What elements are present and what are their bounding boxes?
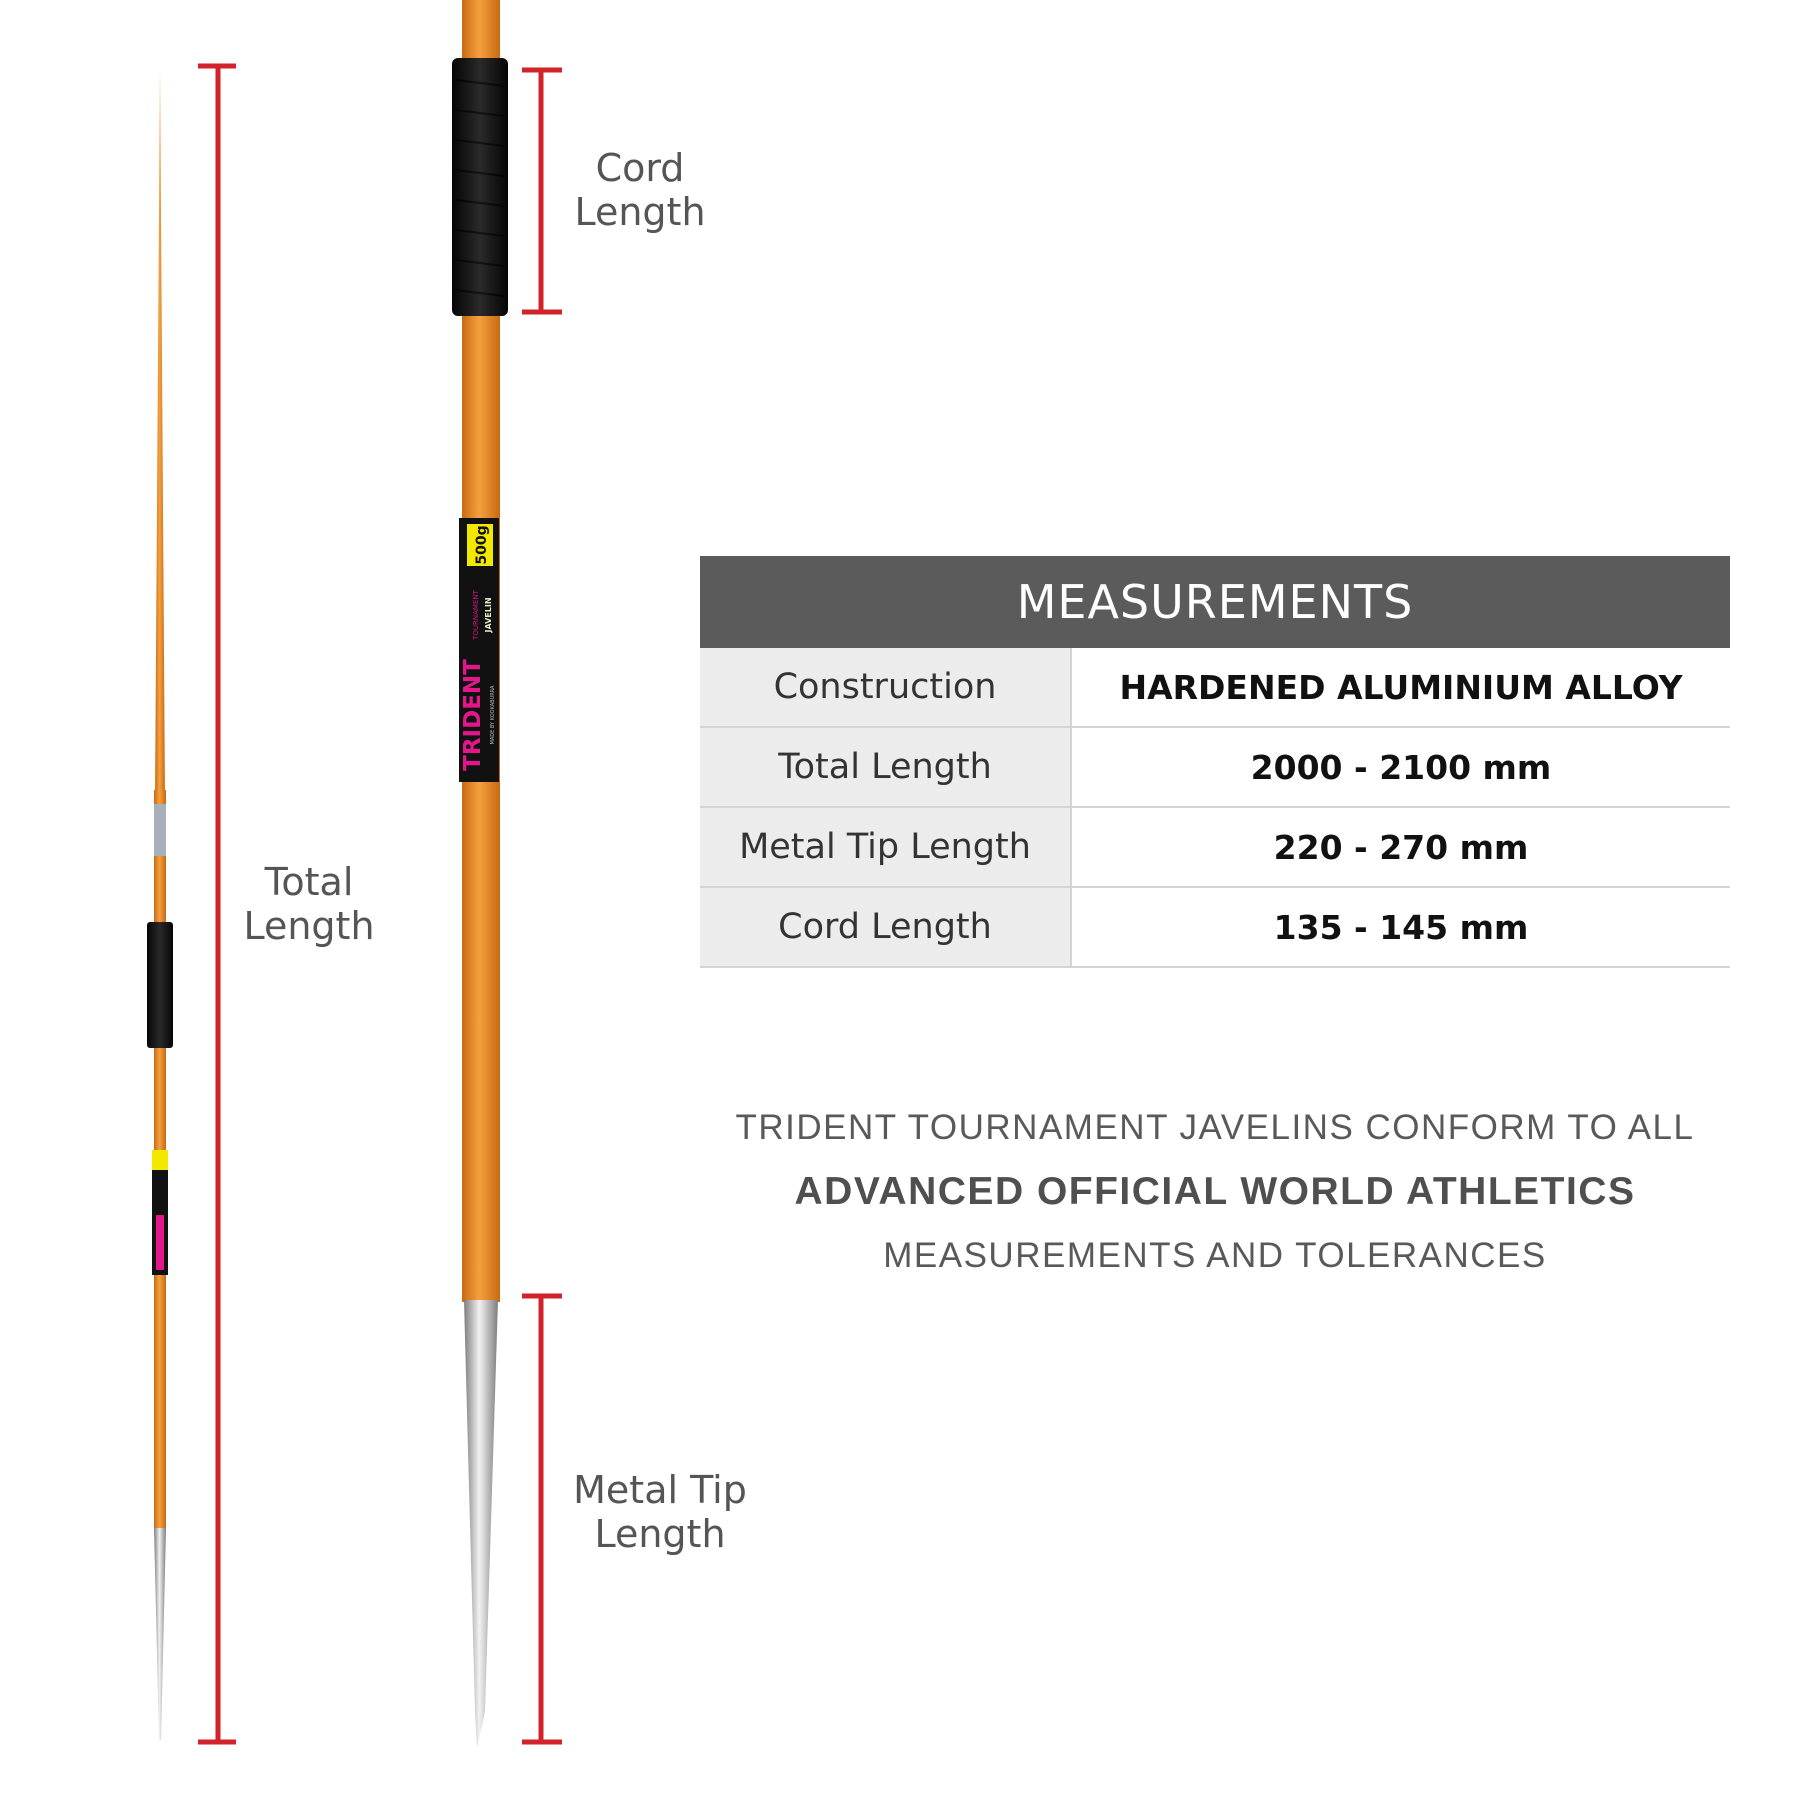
table-row: Cord Length 135 - 145 mm xyxy=(700,887,1730,968)
metal-tip-length-label-line1: Metal Tip xyxy=(573,1468,747,1512)
brand-text: TRIDENT xyxy=(460,659,486,771)
closeup-brand-label: 500g TRIDENT TOURNAMENT JAVELIN MADE BY … xyxy=(459,518,499,782)
javelin-grip xyxy=(147,922,173,1048)
spec-value: 2000 - 2100 mm xyxy=(1071,727,1730,808)
spec-label: Cord Length xyxy=(700,887,1072,968)
type-text: JAVELIN xyxy=(484,597,493,633)
sub-brand-text: TOURNAMENT xyxy=(472,589,480,640)
measurements-table: MEASUREMENTS Construction HARDENED ALUMI… xyxy=(700,556,1730,968)
cord-length-bracket xyxy=(522,67,562,315)
conformance-note-line3: MEASUREMENTS AND TOLERANCES xyxy=(883,1236,1547,1275)
javelin-tail xyxy=(155,68,165,800)
metal-tip-length-label-line2: Length xyxy=(594,1512,726,1556)
table-row: Construction HARDENED ALUMINIUM ALLOY xyxy=(700,648,1730,728)
closeup-grip-texture xyxy=(455,79,505,297)
tip-length-bracket xyxy=(522,1293,562,1745)
spec-value: HARDENED ALUMINIUM ALLOY xyxy=(1071,648,1730,728)
spec-label: Total Length xyxy=(700,727,1072,808)
total-length-bracket xyxy=(198,63,236,1745)
closeup-grip xyxy=(452,58,508,316)
total-length-label: Total Length xyxy=(214,860,404,948)
spec-label: Metal Tip Length xyxy=(700,807,1072,888)
cord-length-label-line1: Cord xyxy=(595,146,685,190)
cord-length-label: Cord Length xyxy=(545,146,735,234)
measurements-header: MEASUREMENTS xyxy=(700,556,1730,648)
javelin-tip xyxy=(154,1528,166,1740)
weight-badge xyxy=(467,524,493,566)
conformance-note-line1: TRIDENT TOURNAMENT JAVELINS CONFORM TO A… xyxy=(735,1108,1695,1147)
cord-length-label-line2: Length xyxy=(574,190,706,234)
total-length-label-line1: Total xyxy=(264,860,354,904)
table-row: Metal Tip Length 220 - 270 mm xyxy=(700,807,1730,888)
weight-text: 500g xyxy=(474,525,490,564)
metal-tip-length-label: Metal Tip Length xyxy=(560,1468,760,1556)
full-javelin xyxy=(147,68,173,1740)
spec-value: 135 - 145 mm xyxy=(1071,887,1730,968)
maker-text: MADE BY KOOKABURRA xyxy=(490,685,496,744)
closeup-javelin: 500g TRIDENT TOURNAMENT JAVELIN MADE BY … xyxy=(452,0,508,1748)
spec-label: Construction xyxy=(700,648,1072,728)
table-row: Total Length 2000 - 2100 mm xyxy=(700,727,1730,808)
javelin-mini-label-badge xyxy=(152,1150,168,1170)
javelin-marking xyxy=(154,804,166,856)
javelin-mini-label-brand xyxy=(156,1215,164,1270)
closeup-metal-tip xyxy=(464,1300,498,1748)
conformance-note-line2: ADVANCED OFFICIAL WORLD ATHLETICS xyxy=(794,1170,1636,1213)
spec-value: 220 - 270 mm xyxy=(1071,807,1730,888)
total-length-label-line2: Length xyxy=(243,904,375,948)
